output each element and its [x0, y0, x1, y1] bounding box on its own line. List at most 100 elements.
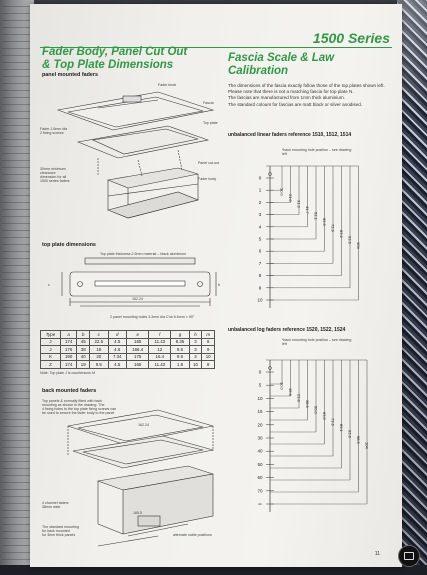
- svg-text:162.24: 162.24: [138, 423, 149, 427]
- dimension-label: 31.3: [297, 200, 302, 209]
- dimension-label: 38.9: [305, 400, 310, 409]
- scale-label: 30: [257, 436, 263, 441]
- series-title: 1500 Series: [312, 30, 390, 46]
- svg-text:Fascia: Fascia: [203, 101, 214, 105]
- table-row: Z 174 19 9.5 4.5 165 11.43 1.8 10 8: [40, 360, 215, 369]
- scale-label: 6: [259, 249, 262, 254]
- svg-text:30mm minimum: 30mm minimum: [40, 167, 66, 171]
- dimension-label: 15.6: [288, 388, 293, 397]
- scale-label: 4: [259, 224, 262, 229]
- table-cell: 12: [148, 345, 172, 354]
- table-header: c: [89, 330, 109, 339]
- dimension-label: 72.9: [331, 224, 336, 233]
- svg-text:Top panels & normally fitted w: Top panels & normally fitted with back: [42, 399, 102, 403]
- dimension-label: 93.6: [348, 236, 353, 245]
- svg-text:The standard mounting: The standard mounting: [42, 525, 79, 529]
- mounting-hole-icon: [268, 366, 272, 370]
- right-title-line2: Calibration: [228, 65, 289, 77]
- svg-text:1500 series faders: 1500 series faders: [40, 179, 70, 183]
- intro-paragraph-2: The fascias are manufactured from 1mm th…: [228, 95, 345, 101]
- table-cell: 22.5: [89, 337, 109, 346]
- table-header: a: [59, 330, 78, 339]
- svg-text:dimension for all: dimension for all: [40, 175, 66, 179]
- left-title-line2: & Top Plate Dimensions: [42, 59, 174, 71]
- right-title-line1: Fascia Scale & Law: [228, 52, 335, 64]
- scale-label: 5: [259, 383, 262, 388]
- table-cell: 9: [201, 345, 215, 354]
- left-section-title: Fader Body, Panel Cut Out & Top Plate Di…: [42, 46, 222, 72]
- intro-paragraph-3: The standard colours for fascias are mat…: [228, 101, 363, 107]
- scale-label: ∞: [258, 502, 261, 507]
- linear-back-note: *back mounting hole position – see drawi…: [282, 148, 352, 157]
- dimension-label: 23.8: [297, 394, 302, 403]
- table-cell: 45: [76, 337, 91, 346]
- table-cell: 1.8: [170, 360, 190, 369]
- table-cell: Z: [40, 360, 61, 369]
- scale-label: 10: [257, 396, 263, 401]
- table-header: h: [188, 330, 203, 339]
- log-scale-heading: unbalanced log faders reference 1520, 15…: [228, 327, 346, 333]
- scale-label: 0: [259, 370, 262, 375]
- table-cell: J: [40, 337, 61, 346]
- table-cell: 9.5: [170, 345, 190, 354]
- table-row: J 176 38 19 4.6 166.4 12 9.5 3 9: [40, 345, 215, 354]
- table-cell: 9.5: [170, 352, 190, 361]
- scale-label: 1: [259, 188, 262, 193]
- svg-text:165.5: 165.5: [133, 511, 142, 515]
- scale-label: 8: [259, 273, 262, 278]
- scale-label: 70: [257, 488, 263, 493]
- svg-text:for back mounted: for back mounted: [42, 529, 70, 533]
- table-note: Note: Top plate J is countersunk M: [40, 371, 96, 375]
- svg-text:mounting as shown in the drawi: mounting as shown in the drawing. The: [42, 403, 104, 407]
- linear-scale-heading: unbalanced linear faders reference 1510,…: [228, 132, 352, 138]
- dimension-label: 10.0: [280, 382, 285, 391]
- table-cell: 10: [188, 360, 203, 369]
- table-cell: K: [40, 352, 61, 361]
- log-back-note: *back mounting hole position – see drawi…: [282, 338, 352, 347]
- dimension-label: 63.0: [322, 412, 327, 421]
- dimension-label: 73.6: [331, 418, 336, 427]
- table-header: d: [107, 330, 127, 339]
- dimension-label: 98.5: [356, 436, 361, 445]
- table-header: m: [201, 330, 215, 339]
- linear-scale-drawing: 01234567891010.021.031.341.752.162.572.9…: [257, 165, 361, 308]
- panel-mounted-drawing: Fader 1.6mm dia 2 fixing screws 30mm min…: [40, 83, 219, 219]
- dimension-label: 10.0: [280, 188, 285, 197]
- scale-label: 50: [257, 462, 263, 467]
- mounting-hole-icon: [268, 172, 272, 176]
- scale-label: 0: [259, 176, 262, 181]
- table-header: g: [170, 330, 190, 339]
- background-fabric: [397, 0, 427, 575]
- svg-text:162.24: 162.24: [132, 297, 143, 301]
- svg-text:2 panel mounting holes 3.3mm d: 2 panel mounting holes 3.3mm dia C'sk 6.…: [110, 315, 195, 319]
- table-cell: J: [40, 345, 61, 354]
- dimension-label: 104: [356, 242, 361, 249]
- svg-text:Top plate: Top plate: [203, 121, 218, 125]
- log-scale-drawing: 051015203040506070∞10.015.623.838.950.06…: [257, 359, 370, 512]
- table-cell: 11.43: [148, 337, 172, 346]
- table-cell: 4.5: [107, 337, 127, 346]
- back-mounted-heading: back mounted faders: [42, 388, 97, 394]
- dimension-label: 52.1: [314, 212, 319, 221]
- scale-label: 40: [257, 449, 263, 454]
- svg-text:b: b: [218, 283, 220, 287]
- table-cell: 19: [89, 345, 109, 354]
- svg-text:38mm wide: 38mm wide: [42, 505, 60, 509]
- table-cell: 175: [125, 352, 150, 361]
- dimension-label: 21.0: [288, 194, 293, 203]
- scale-label: 20: [257, 422, 263, 427]
- table-cell: 10: [201, 352, 215, 361]
- camera-icon[interactable]: [398, 545, 420, 567]
- dimension-label: 83.1: [339, 424, 344, 433]
- dimension-label: 93.6: [348, 430, 353, 439]
- table-header: Type: [40, 330, 61, 339]
- table-cell: 40: [76, 352, 91, 361]
- table-cell: 3: [188, 352, 203, 361]
- dimension-label: 62.5: [322, 218, 327, 227]
- table-cell: 4.5: [107, 360, 127, 369]
- scale-label: 60: [257, 475, 263, 480]
- svg-text:Fader 1.6mm dia: Fader 1.6mm dia: [40, 127, 67, 131]
- svg-text:4 channel faders: 4 channel faders: [42, 501, 69, 505]
- scale-label: 7: [259, 261, 262, 266]
- table-cell: 190: [59, 352, 78, 361]
